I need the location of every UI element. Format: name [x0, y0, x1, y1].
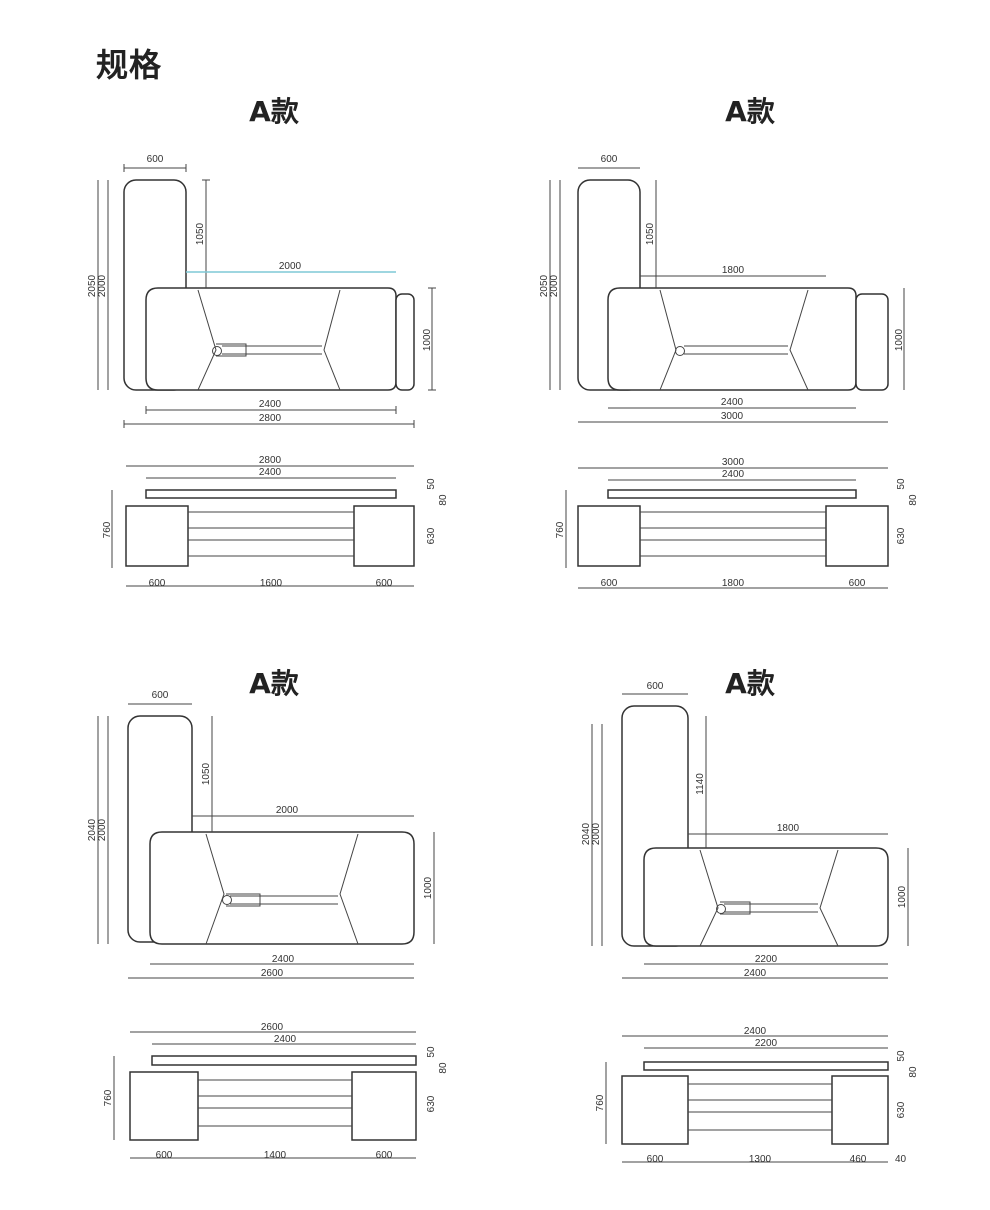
dim-return-len: 2000 [591, 822, 602, 845]
dim-desk-depth: 1000 [423, 876, 434, 899]
dim-top-len: 2400 [272, 954, 295, 965]
dim-front-top: 2400 [274, 1034, 297, 1045]
model-3-title: A款 [249, 667, 299, 700]
dim-t2: 80 [438, 494, 449, 506]
dim-top-len: 2400 [259, 399, 282, 410]
model-4-plan-view: 600 1140 1800 2040 2000 1000 2200 2400 [581, 681, 909, 979]
dim-span: 1800 [722, 578, 745, 589]
dim-overall-len: 3000 [721, 411, 744, 422]
dim-total-depth: 2050 [87, 274, 98, 297]
dim-leg: 630 [426, 527, 437, 544]
dim-ped-left: 600 [601, 578, 618, 589]
model-1-plan-view: 600 1050 2000 2050 2000 1000 2400 2800 [87, 154, 436, 428]
dim-desk-width: 2000 [276, 805, 299, 816]
dim-ped-right: 600 [849, 578, 866, 589]
dim-front-height: 760 [595, 1094, 606, 1111]
dim-desk-depth: 1000 [422, 328, 433, 351]
dim-t1: 50 [426, 478, 437, 490]
dim-span: 1300 [749, 1154, 772, 1165]
pedestal-right [353, 505, 415, 567]
dim-return-width: 600 [647, 681, 664, 692]
model-2-front-view: 3000 2400 760 50 80 630 600 1800 600 [555, 457, 919, 589]
model-1-title: A款 [249, 95, 299, 128]
dim-return-extra: 1140 [695, 773, 706, 795]
dim-t1: 50 [426, 1046, 437, 1058]
dim-overall-len: 2600 [261, 968, 284, 979]
dim-front-overall: 2800 [259, 455, 282, 466]
page-title: 规格 [96, 46, 163, 84]
dim-overall-len: 2400 [744, 968, 767, 979]
dim-ped-right: 460 [850, 1154, 867, 1165]
dim-t1: 50 [896, 1050, 907, 1062]
front-top [145, 489, 397, 499]
dim-total-depth: 2040 [581, 822, 592, 845]
model-4-title: A款 [725, 667, 775, 700]
dim-front-overall: 2600 [261, 1022, 284, 1033]
desk-top [145, 287, 397, 391]
dim-front-height: 760 [555, 521, 566, 538]
model-2-plan-view: 600 1050 1800 2050 2000 1000 2400 3000 [539, 154, 905, 423]
dim-desk-width: 1800 [777, 823, 800, 834]
model-2-title: A款 [725, 95, 775, 128]
dim-total-depth: 2050 [539, 274, 550, 297]
dim-total-depth: 2040 [87, 818, 98, 841]
model-3-plan-view: 600 1050 2000 2040 2000 1000 2400 2600 [87, 690, 435, 979]
dim-t2: 80 [908, 1066, 919, 1078]
dim-overall-len: 2800 [259, 413, 282, 424]
dim-desk-width: 1800 [722, 265, 745, 276]
dim-leg: 630 [426, 1095, 437, 1112]
dim-t1: 50 [896, 478, 907, 490]
dim-return-extra: 1050 [201, 762, 212, 785]
dim-front-top: 2400 [722, 469, 745, 480]
dim-return-width: 600 [152, 690, 169, 701]
dim-ped-left: 600 [647, 1154, 664, 1165]
dim-desk-depth: 1000 [894, 328, 905, 351]
dim-top-len: 2200 [755, 954, 778, 965]
dim-extra: 40 [895, 1154, 907, 1165]
dim-desk-width: 2000 [279, 261, 302, 272]
dim-leg: 630 [896, 527, 907, 544]
model-4-front-view: 2400 2200 760 50 80 630 600 1300 460 40 [595, 1026, 919, 1165]
dim-leg: 630 [896, 1101, 907, 1118]
dim-ped-left: 600 [149, 578, 166, 589]
dim-ped-right: 600 [376, 578, 393, 589]
dim-desk-depth: 1000 [897, 885, 908, 908]
dim-return-extra: 1050 [645, 222, 656, 245]
dim-return-width: 600 [147, 154, 164, 165]
dim-front-top: 2200 [755, 1038, 778, 1049]
dim-t2: 80 [908, 494, 919, 506]
dim-ped-left: 600 [156, 1150, 173, 1161]
dim-return-width: 600 [601, 154, 618, 165]
dim-top-len: 2400 [721, 397, 744, 408]
dim-return-extra: 1050 [195, 222, 206, 245]
dim-front-height: 760 [102, 521, 113, 538]
dim-front-height: 760 [103, 1089, 114, 1106]
dim-ped-right: 600 [376, 1150, 393, 1161]
dim-return-len: 2000 [549, 274, 560, 297]
dim-front-top: 2400 [259, 467, 282, 478]
modesty-panel-lines [197, 289, 341, 391]
beam [216, 343, 322, 357]
dim-front-overall: 3000 [722, 457, 745, 468]
grommet [212, 346, 222, 356]
dim-return-len: 2000 [97, 818, 108, 841]
dim-t2: 80 [438, 1062, 449, 1074]
model-1-front-view: 2800 2400 760 50 80 630 600 1600 600 [102, 455, 449, 589]
dim-front-overall: 2400 [744, 1026, 767, 1037]
dim-span: 1400 [264, 1150, 287, 1161]
dim-span: 1600 [260, 578, 283, 589]
side-panel [395, 293, 415, 391]
model-3-front-view: 2600 2400 760 50 80 630 600 1400 600 [103, 1022, 449, 1161]
dim-return-len: 2000 [97, 274, 108, 297]
pedestal-left [125, 505, 189, 567]
